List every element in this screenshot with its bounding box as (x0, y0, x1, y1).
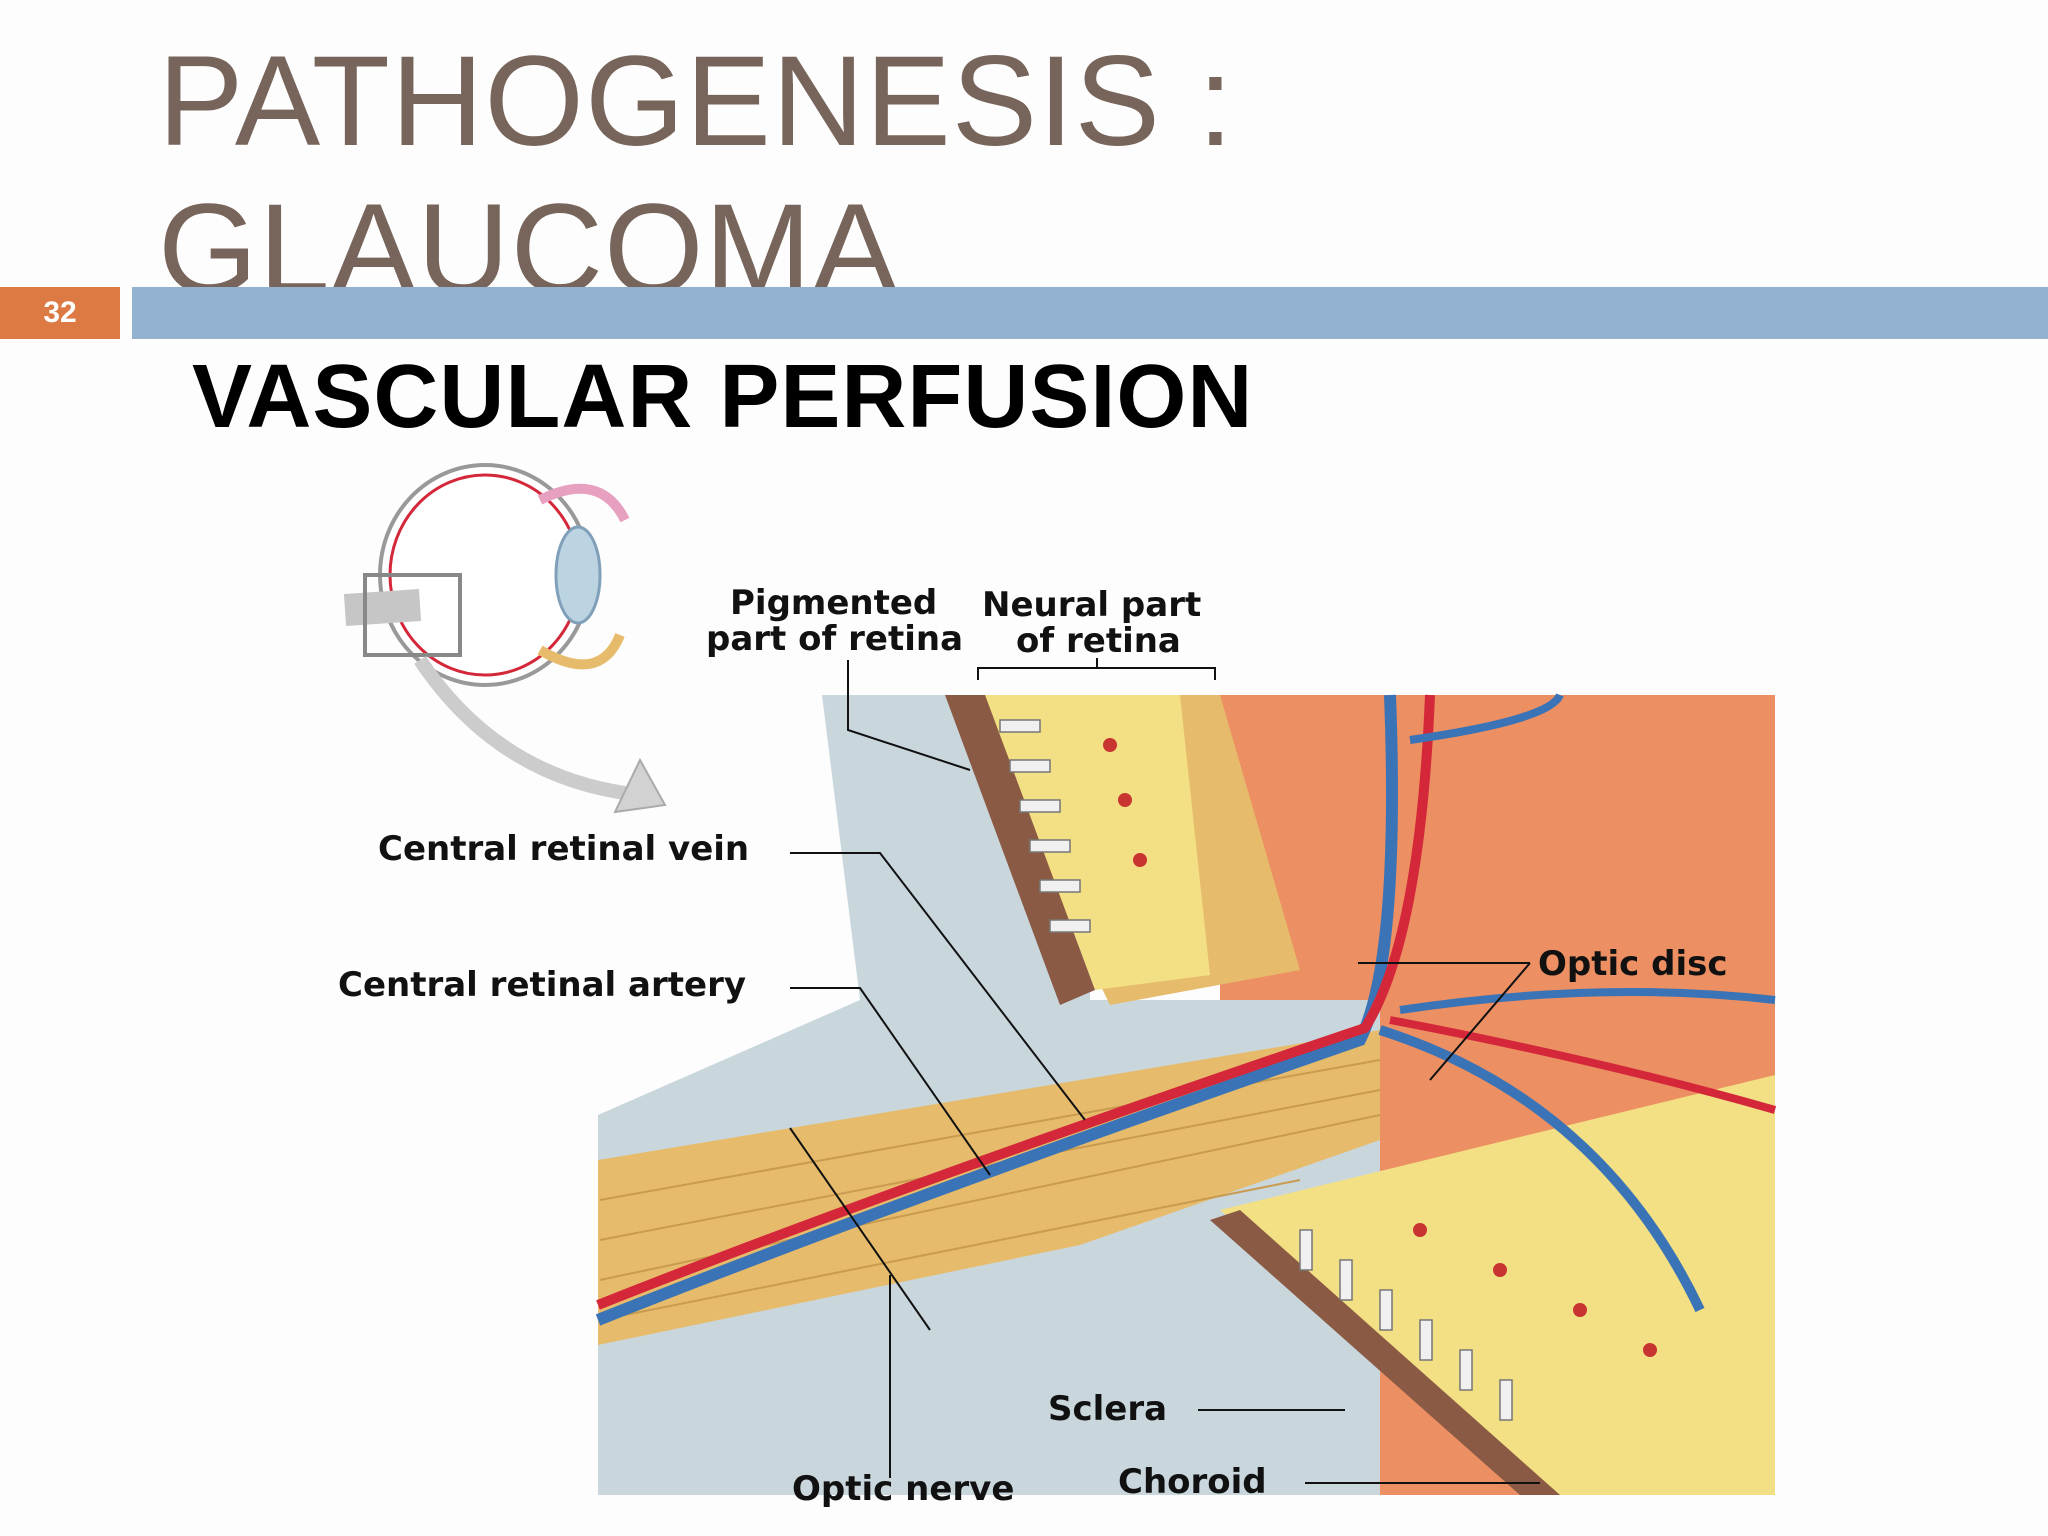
optic-nerve-band (598, 1030, 1380, 1345)
slide-subtitle: VASCULAR PERFUSION (192, 347, 1254, 447)
slide-number-badge: 32 (0, 287, 120, 339)
slide-title: PATHOGENESIS : GLAUCOMA (158, 28, 1234, 324)
label-optic-nerve: Optic nerve (792, 1469, 1014, 1509)
cross-section-illustration (595, 692, 1777, 1495)
slide-title-line1: PATHOGENESIS : (158, 30, 1235, 173)
eye-inset-icon (343, 463, 667, 814)
label-pigmented-2: part of retina (706, 619, 963, 659)
label-pigmented-1: Pigmented (730, 583, 937, 623)
label-neural-2: of retina (1016, 621, 1181, 661)
label-central-retinal-artery: Central retinal artery (338, 965, 746, 1005)
label-neural-1: Neural part (982, 585, 1201, 625)
leader-lines (789, 658, 1540, 1484)
central-retinal-artery (596, 694, 1435, 1310)
title-rule-bar (132, 287, 2048, 339)
label-choroid: Choroid (1118, 1462, 1267, 1502)
neural-retina-lower (1220, 1075, 1775, 1495)
label-optic-disc: Optic disc (1538, 944, 1728, 984)
central-retinal-vein (595, 694, 1398, 1326)
label-central-retinal-vein: Central retinal vein (378, 829, 749, 869)
label-sclera: Sclera (1048, 1389, 1167, 1429)
choroid-lower (1210, 1210, 1560, 1495)
